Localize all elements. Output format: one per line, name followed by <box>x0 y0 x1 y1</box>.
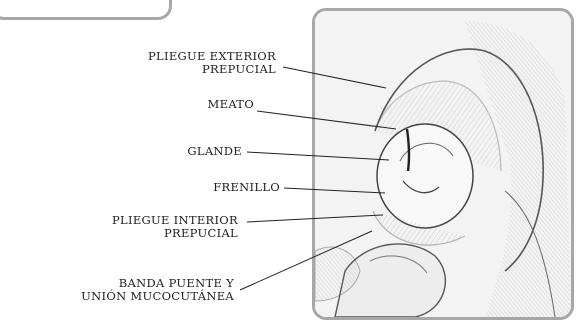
label-frenulum: FRENILLO <box>96 181 280 194</box>
label-band: BANDA PUENTE Y UNIÓN MUCOCUTÁNEA <box>6 277 234 303</box>
label-band-line2: UNIÓN MUCOCUTÁNEA <box>6 290 234 303</box>
label-meatus: MEATO <box>96 98 254 111</box>
label-outer-fold: PLIEGUE EXTERIOR PREPUCIAL <box>96 50 276 76</box>
label-inner-fold: PLIEGUE INTERIOR PREPUCIAL <box>50 214 238 240</box>
label-outer-fold-line2: PREPUCIAL <box>96 63 276 76</box>
label-inner-fold-line2: PREPUCIAL <box>50 227 238 240</box>
label-glans: GLANDE <box>96 145 242 158</box>
